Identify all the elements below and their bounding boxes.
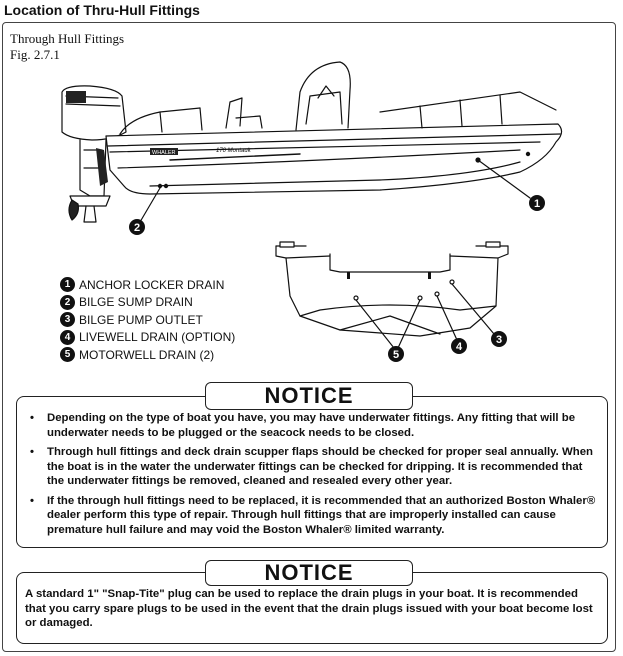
notice-list: • Depending on the type of boat you have,… (25, 411, 599, 537)
bullet: • (30, 412, 34, 424)
notice-heading: NOTICE (205, 560, 413, 586)
notice-item-text: If the through hull fittings need to be … (47, 494, 596, 536)
callout-5 (388, 346, 404, 362)
notice-item: • Depending on the type of boat you have,… (25, 411, 599, 440)
figure-caption-title: Through Hull Fittings (10, 31, 125, 46)
legend-item: 5 MOTORWELL DRAIN (2) (60, 346, 235, 364)
notice-item: • If the through hull fittings need to be… (25, 494, 599, 538)
notice-box-underwater-fittings: • Depending on the type of boat you have,… (16, 396, 608, 548)
content-frame (2, 22, 616, 652)
bullet: • (30, 446, 34, 458)
callout-3-number: 3 (496, 334, 502, 346)
figure-caption-number: Fig. 2.7.1 (10, 47, 60, 62)
transom-drawing (275, 241, 509, 337)
callout-2 (129, 219, 145, 235)
legend-number: 2 (60, 294, 75, 310)
notice-heading: NOTICE (205, 382, 413, 410)
fittings-legend: 1 ANCHOR LOCKER DRAIN 2 BILGE SUMP DRAIN… (60, 276, 235, 364)
callout-4-number: 4 (456, 341, 463, 353)
legend-label: MOTORWELL DRAIN (2) (79, 347, 215, 362)
legend-item: 1 ANCHOR LOCKER DRAIN (60, 276, 235, 294)
legend-label: ANCHOR LOCKER DRAIN (79, 277, 225, 292)
boat-hull-drawing: WHALER 170 Montauk (105, 61, 563, 195)
legend-number: 5 (60, 347, 75, 363)
callout-markers: 1 2 3 4 5 (129, 195, 545, 362)
brand-label: WHALER (152, 150, 176, 156)
bullet: • (30, 494, 34, 507)
callout-2-number: 2 (134, 222, 140, 234)
legend-label: BILGE SUMP DRAIN (79, 295, 193, 310)
legend-label: LIVEWELL DRAIN (OPTION) (79, 330, 236, 345)
callout-3 (491, 331, 507, 347)
legend-item: 2 BILGE SUMP DRAIN (60, 294, 235, 312)
legend-number: 4 (60, 329, 75, 345)
legend-item: 3 BILGE PUMP OUTLET (60, 311, 235, 329)
page-title: Location of Thru-Hull Fittings (4, 2, 200, 18)
callout-5-number: 5 (393, 349, 399, 361)
legend-number: 1 (60, 277, 75, 293)
legend-item: 4 LIVEWELL DRAIN (OPTION) (60, 329, 235, 347)
notice-item-text: Depending on the type of boat you have, … (47, 412, 576, 439)
callout-1 (529, 195, 545, 211)
callout-4 (451, 338, 467, 354)
notice-item: • Through hull fittings and deck drain sc… (25, 445, 599, 489)
model-label: 170 Montauk (216, 148, 252, 154)
boat-illustration: WHALER 170 Montauk 1 2 3 (61, 61, 563, 362)
legend-label: BILGE PUMP OUTLET (79, 312, 203, 327)
legend-number: 3 (60, 312, 75, 328)
notice-item-text: Through hull fittings and deck drain scu… (47, 446, 593, 487)
outboard-motor-drawing (61, 85, 127, 223)
notice-text: A standard 1" "Snap-Tite" plug can be us… (25, 588, 593, 629)
callout-1-number: 1 (534, 198, 540, 210)
figure-caption: Through Hull Fittings Fig. 2.7.1 (10, 31, 124, 63)
